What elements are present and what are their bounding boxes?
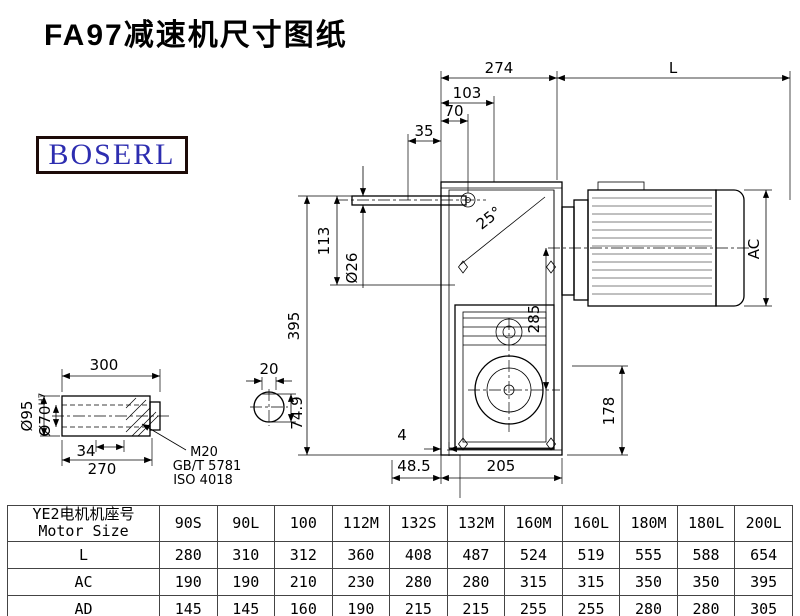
reducer-front-view [351,181,563,456]
boserl-logo-text: BOSERL [48,138,176,171]
dim-cell: 280 [389,567,448,596]
page-title: FA97减速机尺寸图纸 [44,19,348,52]
dim-cell: 280 [446,567,506,596]
dim-270-label: 270 [88,460,117,478]
dim-cell: 312 [274,540,333,569]
dim-274-label: 274 [485,59,514,77]
size-col: 132M [446,505,506,542]
dim-285-label: 285 [525,305,543,334]
dim-cell: 519 [561,540,621,569]
input-shaft [351,195,467,206]
dim-cell: 160 [274,594,333,616]
dim-L-label: L [669,59,678,77]
table-row-AC: AC 190 190 210 230 280 280 315 315 350 3… [7,567,793,596]
motor-view [561,181,745,307]
thread-m20-label: M20 [190,445,218,460]
dim-25deg-label: 25° [473,203,505,234]
dimension-lines [40,74,790,482]
dim-dia70-label: Ø70 [36,406,54,437]
boserl-logo: BOSERL [36,136,188,174]
dim-48_5-label: 48.5 [397,457,430,475]
dim-cell: 280 [619,594,678,616]
dim-cell: 315 [504,567,563,596]
dim-cell: 315 [561,567,621,596]
centerlines [52,199,752,432]
motor-size-header: YE2电机机座号 Motor Size [7,505,160,542]
dim-4-label: 4 [397,426,407,444]
std-iso-label: ISO 4018 [173,473,233,488]
housing-outline [440,181,563,456]
dim-cell: 215 [389,594,448,616]
row-label: AC [7,567,160,596]
dim-395-label: 395 [285,312,303,341]
dim-cell: 395 [734,567,793,596]
dim-cell: 190 [331,594,391,616]
dim-cell: 555 [619,540,678,569]
dim-cell: 310 [216,540,276,569]
dim-74_9-label: 74.9 [288,396,306,429]
dim-cell: 255 [504,594,563,616]
dim-205-label: 205 [487,457,516,475]
dim-dia26-label: Ø26 [343,253,361,284]
row-label: L [7,540,160,569]
size-col: 200L [734,505,793,542]
dim-cell: 215 [446,594,506,616]
dim-dia95-label: Ø95 [18,401,36,432]
dim-178-label: 178 [600,397,618,426]
table-row-L: L 280 310 312 360 408 487 524 519 555 58… [7,540,793,569]
gear-cover [454,304,555,450]
dim-cell: 190 [159,567,218,596]
dim-dia70-tolerance: H7 [38,393,48,406]
dim-cell: 654 [734,540,793,569]
dim-AC-label: AC [745,239,763,259]
dim-cell: 588 [676,540,736,569]
technical-drawing: 274 L 103 70 35 25° 395 113 Ø26 285 AC 1… [18,59,791,498]
size-col: 180M [619,505,678,542]
dim-300-label: 300 [90,356,119,374]
motor-size-header-en: Motor Size [38,522,129,541]
size-col: 132S [389,505,448,542]
size-col: 160L [561,505,621,542]
dim-cell: 305 [734,594,793,616]
terminal-box [597,181,645,191]
size-col: 112M [331,505,391,542]
dim-cell: 210 [274,567,333,596]
table-header-row: YE2电机机座号 Motor Size 90S 90L 100 112M 132… [7,505,793,542]
dim-35-label: 35 [414,122,433,140]
dim-cell: 145 [159,594,218,616]
motor-fins [592,197,712,295]
dim-cell: 230 [331,567,391,596]
dim-cell: 255 [561,594,621,616]
std-gb-label: GB/T 5781 [173,459,242,474]
dim-cell: 524 [504,540,563,569]
fan-cowl [715,189,745,307]
size-col: 100 [274,505,333,542]
motor-size-header-cn: YE2电机机座号 [32,505,135,523]
size-col: 180L [676,505,736,542]
output-bore [474,355,544,425]
dim-cell: 360 [331,540,391,569]
size-col: 160M [504,505,563,542]
dim-cell: 408 [389,540,448,569]
dim-cell: 487 [446,540,506,569]
dim-cell: 280 [676,594,736,616]
dim-103-label: 103 [453,84,482,102]
motor-dimension-table: YE2电机机座号 Motor Size 90S 90L 100 112M 132… [7,505,793,616]
dim-113-label: 113 [315,227,333,256]
dim-20-label: 20 [259,360,278,378]
dim-cell: 350 [619,567,678,596]
dim-cell: 350 [676,567,736,596]
table-row-AD: AD 145 145 160 190 215 215 255 255 280 2… [7,594,793,616]
dim-cell: 190 [216,567,276,596]
dim-70-label: 70 [444,102,463,120]
size-col: 90S [159,505,218,542]
dim-cell: 280 [159,540,218,569]
row-label: AD [7,594,160,616]
dim-34-label: 34 [76,442,95,460]
size-col: 90L [216,505,276,542]
dim-cell: 145 [216,594,276,616]
